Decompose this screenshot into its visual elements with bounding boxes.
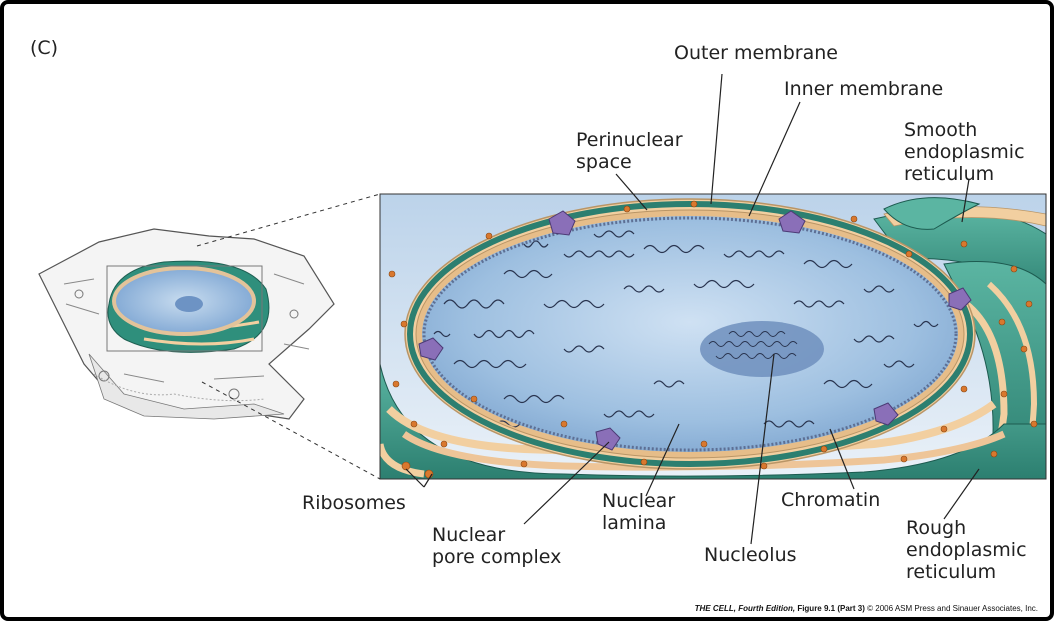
figure-credit: THE CELL, Fourth Edition, Figure 9.1 (Pa… <box>695 604 1038 613</box>
label-nuclear-lamina: Nuclear lamina <box>602 490 675 534</box>
cell-thumbnail <box>39 229 334 419</box>
credit-figure: Figure 9.1 (Part 3) <box>797 604 865 613</box>
label-smooth-er: Smooth endoplasmic reticulum <box>904 119 1025 185</box>
nucleolus-shape <box>700 321 824 377</box>
label-perinuclear-space: Perinuclear space <box>576 129 683 173</box>
panel-label: (C) <box>30 37 58 59</box>
label-nucleolus: Nucleolus <box>704 544 797 566</box>
label-nuclear-pore-complex: Nuclear pore complex <box>432 524 561 568</box>
label-ribosomes: Ribosomes <box>302 492 406 514</box>
label-outer-membrane: Outer membrane <box>674 42 838 64</box>
label-rough-er: Rough endoplasmic reticulum <box>906 517 1027 583</box>
label-chromatin: Chromatin <box>781 489 880 511</box>
credit-rest: © 2006 ASM Press and Sinauer Associates,… <box>867 604 1038 613</box>
credit-title: THE CELL, Fourth Edition, <box>695 604 795 613</box>
nucleus-closeup <box>380 194 1046 479</box>
label-inner-membrane: Inner membrane <box>784 78 943 100</box>
